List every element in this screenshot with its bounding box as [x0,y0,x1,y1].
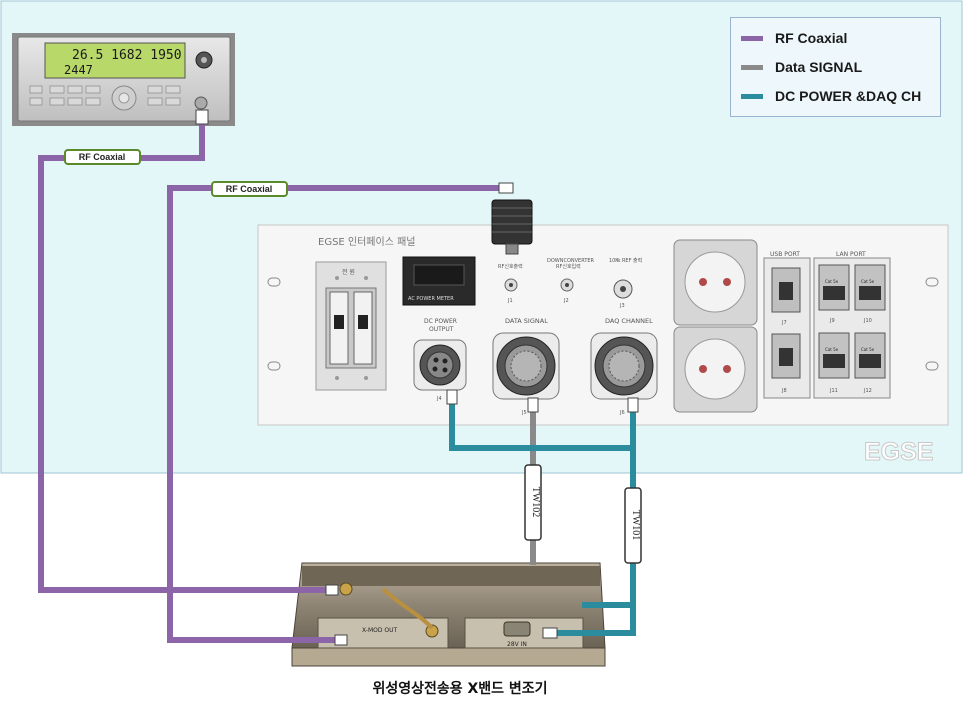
label-j12: J12 [863,388,872,394]
data-cable-tag: TW102 [524,464,542,541]
daq-channel-label: DAQ CHANNEL [605,317,653,325]
label-j2: J2 [563,298,569,304]
svg-text:TW101: TW101 [630,510,641,541]
label-j1: J1 [507,298,513,304]
counter-keypad [29,85,181,106]
egse-interface-panel: EGSE 인터페이스 패널 전 원 AC POWER METER RF신호출력 … [257,224,949,426]
label-j7: J7 [781,320,787,326]
rf-attenuator [491,199,533,255]
ac-outlet-top [673,239,758,326]
legend-label-rf: RF Coaxial [775,30,848,46]
svg-text:RF Coaxial: RF Coaxial [226,184,273,194]
dc-power-label: DC POWER [424,318,457,325]
legend-swatch-dc [741,93,763,99]
svg-text:RF Coaxial: RF Coaxial [79,152,126,162]
rf-cable-tag-1: RF Coaxial [64,149,141,165]
counter-frequency-display: 26.5 1682 1950 [72,48,182,63]
modulator-rf-connector-top [339,582,353,596]
cat-label-j9: Cat 5e [825,279,839,284]
usb-port-label: USB PORT [770,251,800,258]
label-j10: J10 [863,318,872,324]
legend-label-dc: DC POWER &DAQ CH [775,88,922,104]
cat-label-j12: Cat 5e [861,347,875,352]
label-j5: J5 [521,410,527,416]
modulator-rf-connector-bottom [425,624,439,638]
counter-sub-display: 2447 [64,63,93,77]
connector-j4 [413,339,467,391]
modulator-caption: 위성영상전송용 X밴드 변조기 [372,681,548,697]
legend-item-rf: RF Coaxial [741,28,847,48]
legend-label-data: Data SIGNAL [775,59,863,75]
connector-j6 [590,332,658,400]
legend-item-dc: DC POWER &DAQ CH [741,86,921,106]
label-j3: J3 [619,303,625,309]
connector-j5 [492,332,560,400]
cat-label-j10: Cat 5e [861,279,875,284]
frequency-counter: 26.5 1682 1950 2447 [12,33,235,126]
rf-cable-2 [167,185,502,643]
ac-outlet-bottom [673,326,758,413]
modulator-power-label: 28V IN [507,641,527,648]
cat-label-j11: Cat 5e [825,347,839,352]
dc-output-label: OUTPUT [429,326,454,333]
rf-out-label: RF신호출력 [498,263,523,270]
label-j4: J4 [436,396,442,402]
modulator-power-connector [503,621,531,637]
rf-in-label: RF신호입력 [556,263,581,270]
rf-cable-1 [38,112,335,593]
legend-swatch-data [741,64,763,70]
legend-item-data: Data SIGNAL [741,57,862,77]
lan-port-label: LAN PORT [836,251,866,258]
downconverter-label: DOWNCONVERTER [547,258,595,264]
panel-title: EGSE 인터페이스 패널 [318,236,416,248]
lan-port-block: LAN PORT Cat 5e J9 Cat 5e J10 Cat 5e J11… [813,251,891,399]
dc-cable-tw101 [449,398,633,451]
ac-power-meter: AC POWER METER [402,256,476,306]
daq-cable-branch [555,605,636,636]
data-signal-label: DATA SIGNAL [505,317,548,325]
rf-cable-tag-2: RF Coaxial [211,181,288,197]
svg-text:TW102: TW102 [530,487,541,518]
legend-swatch-rf [741,35,763,41]
power-switch-label: 전 원 [342,268,355,276]
ac-power-meter-label: AC POWER METER [408,296,454,302]
power-switch-block: 전 원 [315,261,387,391]
dc-cable-tag: TW101 [624,487,642,564]
label-j6: J6 [619,410,625,416]
rf10-label: 10㎒ REF 출력 [609,257,642,264]
legend: RF Coaxial Data SIGNAL DC POWER &DAQ CH [730,17,941,117]
egse-watermark: EGSE [864,438,933,466]
xband-modulator: 28V IN X-MOD OUT [291,562,606,667]
label-j11: J11 [829,388,838,394]
usb-port-block: USB PORT J7 J8 [763,251,811,399]
label-j9: J9 [829,318,835,324]
label-j8: J8 [781,388,787,394]
modulator-xmod-label: X-MOD OUT [362,627,398,634]
counter-rf-connector [194,96,208,110]
